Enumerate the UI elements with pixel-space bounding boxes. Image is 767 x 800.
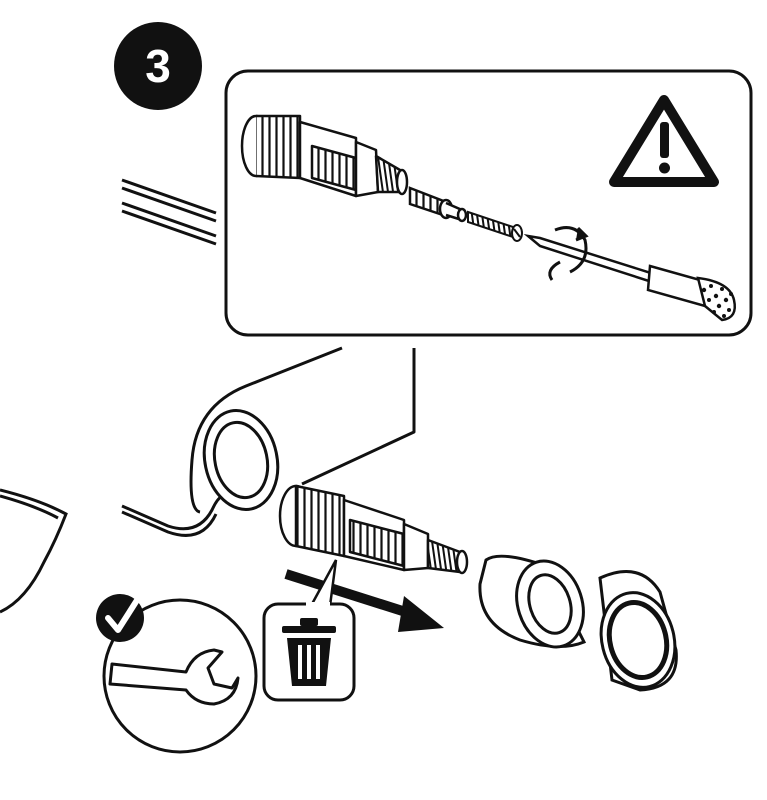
arrow-right-icon bbox=[284, 569, 444, 632]
mounting-ring bbox=[202, 409, 280, 511]
basin-edge-left bbox=[0, 488, 68, 614]
wall-lines bbox=[121, 178, 217, 246]
cartridge-housing bbox=[478, 554, 587, 649]
detail-screw bbox=[467, 210, 523, 242]
main-cartridge bbox=[278, 484, 469, 575]
checkmark-icon bbox=[96, 583, 149, 642]
trash-bin-icon bbox=[262, 559, 356, 702]
detail-cartridge bbox=[240, 114, 409, 198]
step-number-badge: 3 bbox=[114, 22, 202, 110]
detail-adapter bbox=[408, 186, 468, 223]
basin-body bbox=[121, 346, 416, 537]
wrench-icon bbox=[102, 598, 258, 754]
warning-triangle-icon bbox=[609, 95, 719, 187]
detail-screwdriver bbox=[523, 234, 736, 322]
rotate-icon bbox=[548, 226, 589, 281]
retaining-nut bbox=[598, 570, 678, 692]
